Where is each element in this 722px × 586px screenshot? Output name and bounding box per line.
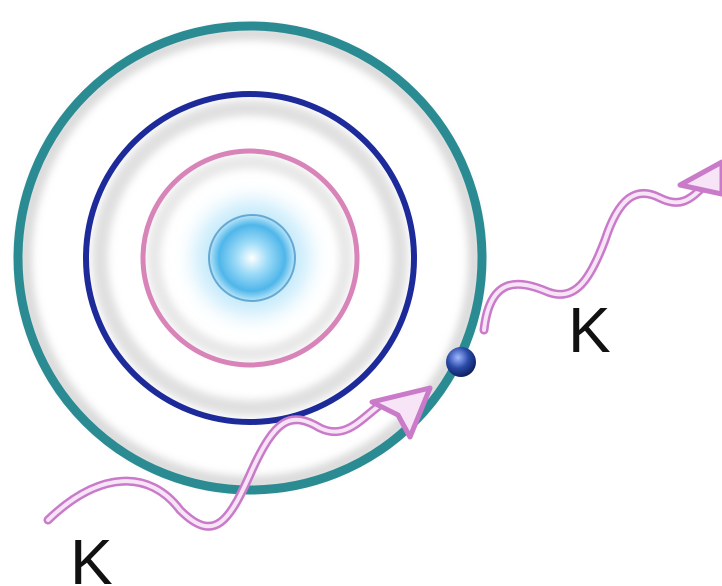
electron-icon xyxy=(446,347,476,377)
middle-orbit-shadow xyxy=(92,100,408,416)
middle-orbit xyxy=(83,91,417,425)
outgoing-wave xyxy=(479,159,722,335)
outgoing-arrow-head xyxy=(677,159,722,197)
outer-orbit xyxy=(13,21,487,495)
inner-orbit-shadow xyxy=(147,155,353,361)
outgoing-label: K xyxy=(568,294,611,366)
inner-orbit xyxy=(140,148,360,368)
incoming-wave xyxy=(43,385,433,531)
incoming-label: K xyxy=(70,526,113,586)
incoming-arrow-head xyxy=(369,385,433,440)
nucleus-icon xyxy=(194,200,310,316)
